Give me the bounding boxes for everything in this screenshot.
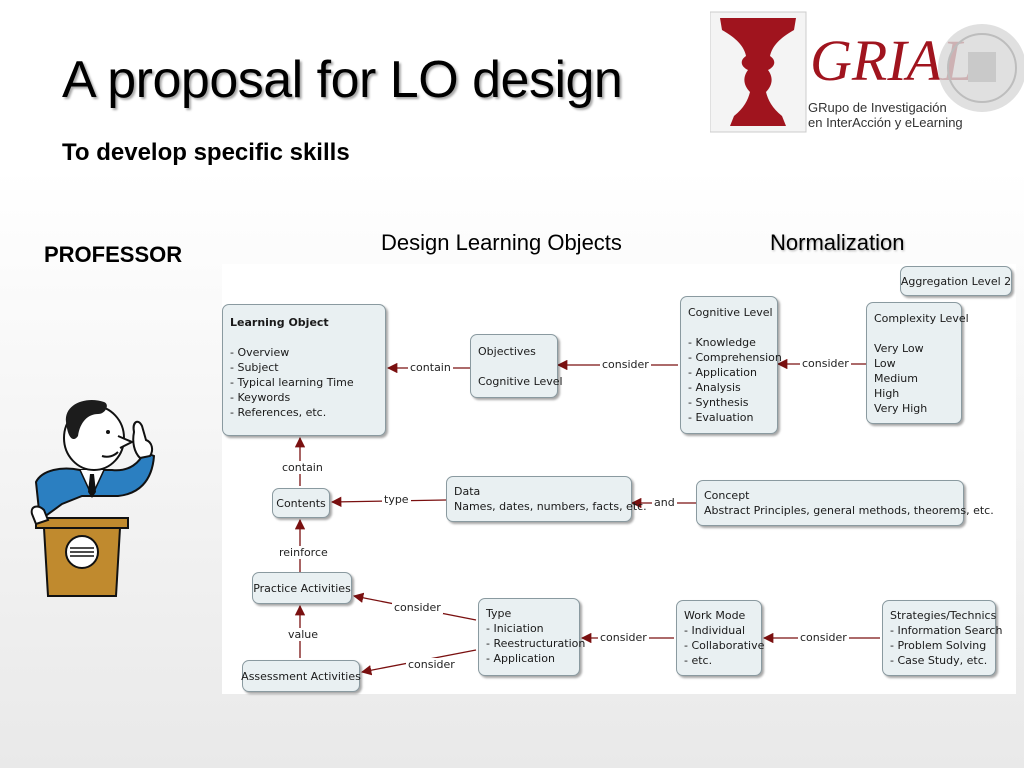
- link-label-consider-type: consider: [598, 631, 649, 644]
- work-mode-title: Work Mode: [684, 609, 746, 622]
- work-mode-item: - etc.: [684, 654, 713, 667]
- contents-label: Contents: [276, 496, 326, 510]
- professor-cartoon-icon: [30, 400, 156, 597]
- cognitive-level-item: - Evaluation: [688, 411, 754, 424]
- strategies-item: - Problem Solving: [890, 639, 987, 652]
- practice-activities-label: Practice Activities: [253, 581, 351, 595]
- strategies-title: Strategies/Technics: [890, 609, 997, 622]
- type-item: - Application: [486, 652, 555, 665]
- link-label-consider-cognitive: consider: [800, 357, 851, 370]
- grial-logo: GRIAL GRupo de Investigación en InterAcc…: [709, 8, 1024, 136]
- complexity-level-item: Very High: [874, 402, 928, 415]
- grial-logo-graphic: GRIAL: [709, 11, 1024, 133]
- type-item: - Iniciation: [486, 622, 544, 635]
- column-label-normalization: Normalization: [770, 230, 905, 255]
- link-label-consider-assessment: consider: [406, 658, 457, 671]
- data-description: Names, dates, numbers, facts, etc.: [454, 500, 647, 513]
- complexity-level-heading: Complexity Level: [874, 312, 969, 325]
- assessment-activities-label: Assessment Activities: [241, 669, 361, 683]
- logo-tagline-2: en InterAcción y eLearning: [808, 115, 963, 130]
- concept-title: Concept: [704, 489, 750, 502]
- learning-object-item: - References, etc.: [230, 406, 327, 419]
- strategies-item: - Information Search: [890, 624, 1003, 637]
- learning-object-item: - Typical learning Time: [230, 376, 354, 389]
- concept-description: Abstract Principles, general methods, th…: [704, 504, 994, 517]
- type-title: Type: [486, 607, 512, 620]
- cognitive-level-heading: Cognitive Level: [688, 306, 773, 319]
- cognitive-level-item: - Synthesis: [688, 396, 749, 409]
- link-label-contain-horizontal: contain: [408, 361, 453, 374]
- cognitive-level-item: - Analysis: [688, 381, 741, 394]
- link-label-reinforce: reinforce: [277, 546, 330, 559]
- work-mode-item: - Individual: [684, 624, 746, 637]
- cognitive-level-item: - Comprehension: [688, 351, 782, 364]
- node-data: Data Names, dates, numbers, facts, etc.: [446, 476, 647, 522]
- aggregation-level-label: Aggregation Level 2: [900, 274, 1012, 288]
- complexity-level-item: Medium: [874, 372, 918, 385]
- link-label-contain-vertical: contain: [280, 461, 325, 474]
- link-label-and: and: [652, 496, 677, 509]
- column-label-design: Design Learning Objects: [381, 230, 622, 255]
- cognitive-level-item: - Application: [688, 366, 757, 379]
- learning-object-item: - Keywords: [230, 391, 291, 404]
- objectives-title: Objectives: [478, 345, 536, 358]
- slide-title: A proposal for LO design: [62, 51, 623, 109]
- data-title: Data: [454, 485, 481, 498]
- node-strategies: Strategies/Technics - Information Search…: [882, 600, 1003, 676]
- node-objectives: Objectives Cognitive Level: [470, 334, 563, 398]
- complexity-level-item: Very Low: [874, 342, 924, 355]
- node-learning-object: Learning Object - Overview - Subject - T…: [222, 304, 386, 436]
- work-mode-item: - Collaborative: [684, 639, 765, 652]
- node-type: Type - Iniciation - Reestructuration - A…: [478, 598, 586, 676]
- learning-object-heading: Learning Object: [230, 316, 329, 329]
- complexity-level-item: High: [874, 387, 900, 400]
- node-cognitive-level: Cognitive Level - Knowledge - Comprehens…: [680, 296, 782, 434]
- type-item: - Reestructuration: [486, 637, 586, 650]
- concept-map: Learning Object - Overview - Subject - T…: [222, 264, 1016, 694]
- logo-tagline-1: GRupo de Investigación: [808, 100, 947, 115]
- node-aggregation-level: Aggregation Level 2: [900, 266, 1012, 296]
- strategies-item: - Case Study, etc.: [890, 654, 988, 667]
- node-concept: Concept Abstract Principles, general met…: [696, 480, 994, 526]
- node-assessment-activities: Assessment Activities: [241, 660, 361, 692]
- link-label-value: value: [286, 628, 321, 641]
- node-practice-activities: Practice Activities: [252, 572, 352, 604]
- node-work-mode: Work Mode - Individual - Collaborative -…: [676, 600, 765, 676]
- learning-object-item: - Overview: [230, 346, 290, 359]
- link-label-consider-objectives: consider: [600, 358, 651, 371]
- node-complexity-level: Complexity Level Very Low Low Medium Hig…: [866, 302, 969, 424]
- link-label-type: type: [382, 493, 411, 506]
- professor-illustration: [22, 392, 162, 602]
- professor-label: PROFESSOR: [44, 242, 183, 267]
- link-label-consider-workmode: consider: [798, 631, 849, 644]
- link-label-consider-practice: consider: [392, 601, 443, 614]
- objectives-subtitle: Cognitive Level: [478, 375, 563, 388]
- cognitive-level-item: - Knowledge: [688, 336, 756, 349]
- node-contents: Contents: [272, 488, 330, 518]
- complexity-level-item: Low: [874, 357, 896, 370]
- learning-object-item: - Subject: [230, 361, 279, 374]
- slide-subtitle: To develop specific skills: [62, 139, 350, 166]
